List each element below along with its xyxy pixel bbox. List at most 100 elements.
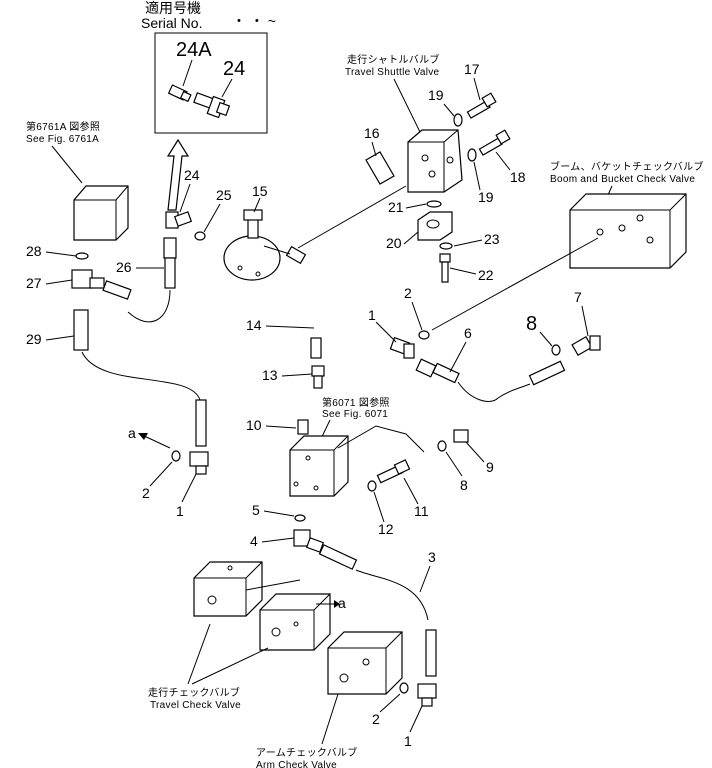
travel-check-jp: 走行チェックバルブ [148, 686, 240, 699]
serial-en: Serial No. [141, 15, 202, 31]
connector-a-top: a [128, 425, 136, 441]
connector-a-bottom: a [338, 595, 346, 611]
elbow-1-upper [389, 336, 415, 359]
part-number: 20 [386, 235, 402, 251]
part-number: 5 [252, 502, 260, 518]
line-15-to-shuttle [297, 185, 407, 249]
elbow-7 [571, 335, 601, 357]
part-number: 3 [428, 549, 436, 565]
part-number: 4 [250, 533, 258, 549]
arm-check-valve [327, 631, 403, 695]
oring-5 [294, 514, 306, 522]
ref-6071-en: See Fig. 6071 [322, 409, 388, 420]
travel-shuttle-en: Travel Shuttle Valve [345, 67, 440, 78]
hose-14-end-bottom [310, 337, 322, 359]
part-number: 1 [176, 503, 184, 519]
part-number: 27 [26, 275, 42, 291]
part-number: 21 [388, 199, 404, 215]
inset-tee-fitting-24 [193, 92, 231, 119]
plug-10 [297, 419, 309, 435]
bolt-17 [466, 92, 497, 119]
travel-check-en: Travel Check Valve [150, 700, 241, 711]
part-number: 14 [246, 317, 262, 333]
inset-fitting-24a [167, 84, 192, 103]
part-number: 8 [526, 313, 537, 335]
part-number: 19 [478, 189, 494, 205]
part-number: 29 [26, 331, 42, 347]
part-number: 7 [574, 289, 582, 305]
washer-19-top [453, 113, 463, 127]
travel-check-valve-1 [193, 561, 263, 617]
hose-8-fitting [528, 360, 566, 386]
part-number: 23 [484, 231, 500, 247]
arm-check-jp: アームチェックバルブ [256, 746, 358, 759]
elbow-4 [293, 529, 325, 553]
travel-shuttle-jp: 走行シャトルバルブ [347, 53, 440, 66]
inset-box [154, 32, 268, 134]
part-number: 12 [378, 521, 394, 537]
part-number: 1 [404, 733, 412, 749]
block-6761a [73, 185, 129, 241]
part-number: 2 [142, 485, 150, 501]
part-number: 17 [464, 61, 480, 77]
boom-bucket-jp: ブーム、バケットチェックバルブ [550, 160, 704, 173]
part-number: 13 [262, 367, 278, 383]
washer-23 [439, 242, 453, 250]
part-number: 19 [428, 87, 444, 103]
ref-6761-en: See Fig. 6761A [26, 134, 99, 145]
arm-check-en: Arm Check Valve [256, 760, 337, 768]
inset-label-24a: 24A [176, 39, 212, 61]
part-number: 25 [216, 187, 232, 203]
part-number: 8 [460, 477, 468, 493]
part-number: 2 [372, 711, 380, 727]
elbow-1-bottom [417, 683, 437, 707]
oring-2-upper [418, 330, 430, 340]
part-number: 2 [404, 285, 412, 301]
gasket-16 [365, 151, 395, 185]
oring-2-left [171, 450, 181, 462]
serial-jp: 適用号機 [145, 0, 201, 16]
hose-6-line [457, 381, 499, 402]
inset-label-24: 24 [223, 58, 245, 80]
part-number: 26 [116, 259, 132, 275]
boom-bucket-check-valve [569, 193, 687, 269]
part-number: 16 [364, 125, 380, 141]
bolt-11 [376, 459, 411, 484]
ref-6071-jp: 第6071 図参照 [322, 396, 390, 409]
serial-range: ・ ・ ~ [232, 13, 276, 29]
hose-26 [127, 237, 177, 323]
travel-shuttle-valve [407, 129, 463, 193]
adapter-20 [417, 211, 453, 241]
oring-25 [194, 231, 206, 241]
hose-29 [73, 309, 207, 447]
washer-19-bottom [467, 148, 477, 162]
elbow-24 [165, 211, 193, 229]
plug-9 [453, 429, 469, 443]
part-number: 24 [184, 167, 200, 183]
valve-15 [223, 209, 281, 281]
part-number: 11 [414, 503, 429, 519]
oring-21 [426, 200, 442, 208]
elbow-1-left [189, 451, 209, 475]
link-tcv [245, 579, 301, 591]
part-number: 10 [246, 417, 262, 433]
hose-3 [318, 544, 437, 677]
oring-8-upper [551, 344, 561, 356]
bolt-18 [478, 129, 511, 156]
hose-6 [415, 358, 460, 384]
washer-12 [367, 480, 377, 492]
part-number: 6 [464, 325, 472, 341]
tee-27 [71, 269, 132, 300]
part-number: 1 [368, 307, 376, 323]
block-6071 [289, 435, 349, 497]
bolt-22 [439, 253, 451, 283]
arrow-to-inset [166, 138, 190, 211]
line-2-to-boom [431, 237, 599, 331]
part-number: 28 [26, 243, 42, 259]
ref-6761-jp: 第6761A 図参照 [26, 120, 100, 133]
part-number-labels: 1 2 3 4 5 6 7 8 8 9 10 11 12 [26, 61, 589, 749]
part-number: 22 [478, 267, 494, 283]
fitting-13 [311, 365, 325, 389]
part-number: 9 [486, 459, 494, 475]
leader-6071 [337, 425, 425, 453]
